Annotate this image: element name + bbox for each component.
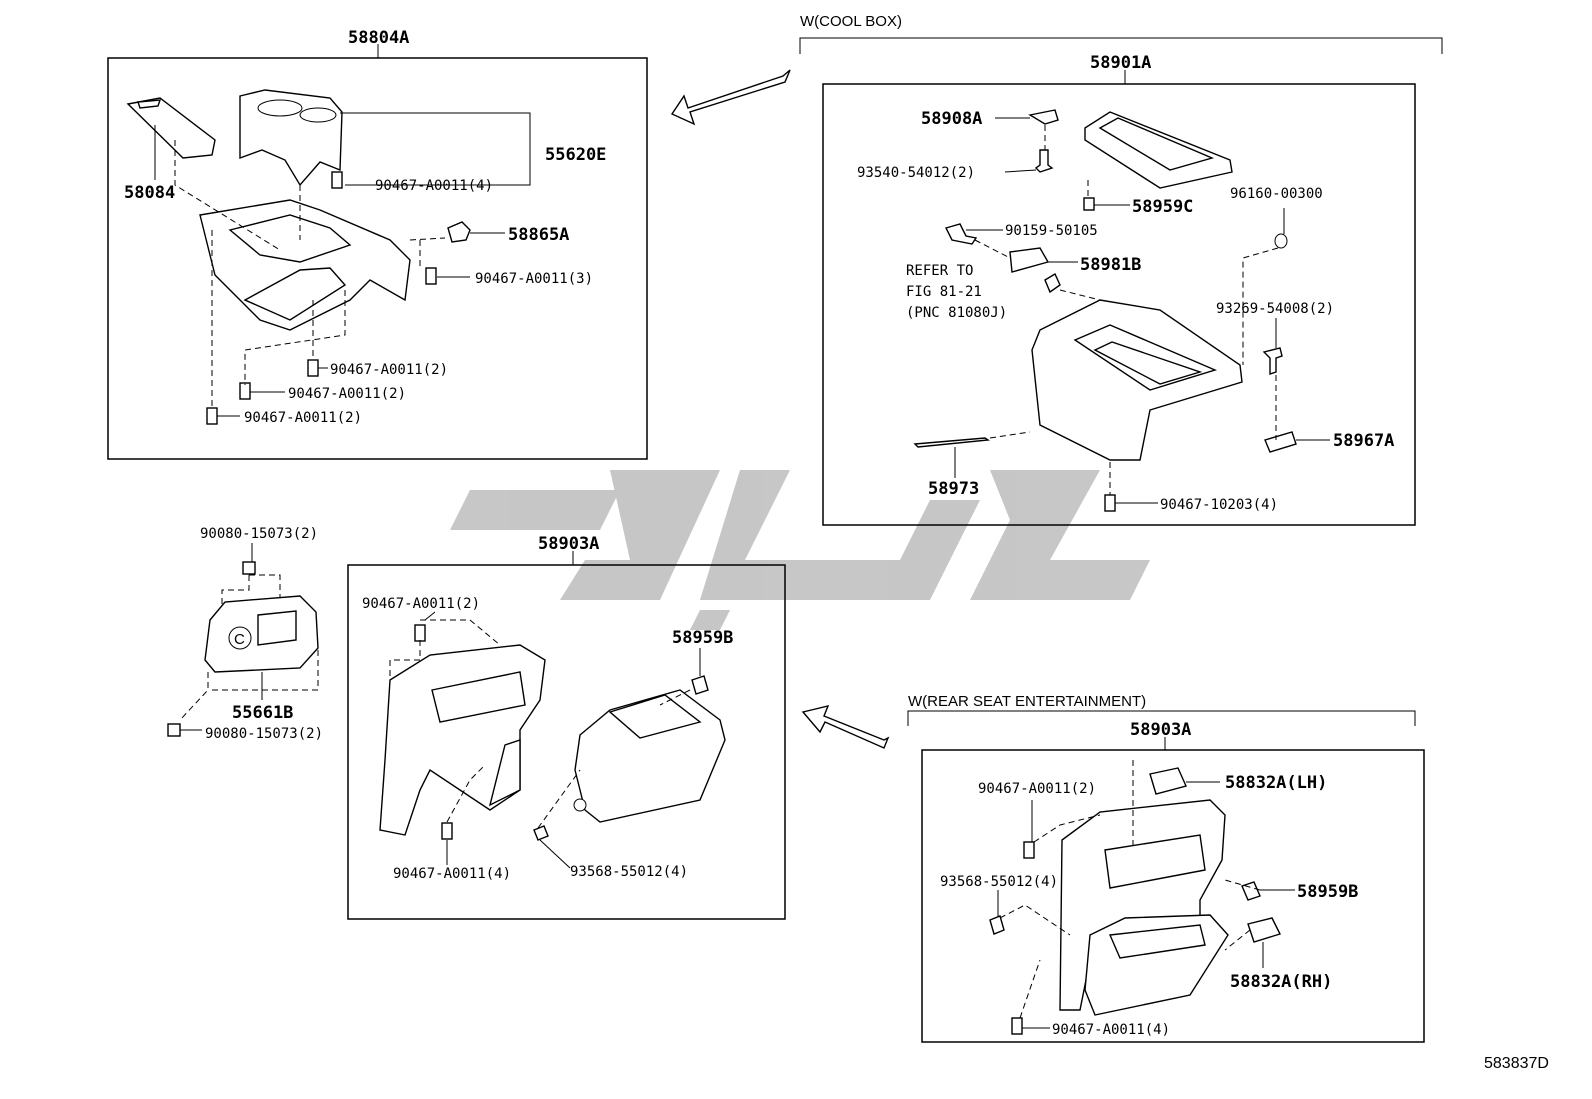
label-58981B: 58981B <box>1080 255 1141 275</box>
label-58967A: 58967A <box>1333 431 1394 451</box>
armrest-pad-part <box>126 97 216 159</box>
label-90159-50105: 90159-50105 <box>1005 223 1098 239</box>
group-header-58804A: 58804A <box>348 28 409 48</box>
label-93540-54012: 93540-54012(2) <box>857 165 975 181</box>
group-58903A-mid: 58903A 90467-A0011(2) 58959B 90467-A0011… <box>347 534 786 920</box>
label-90467-a0011-3: 90467-A0011(3) <box>475 271 593 287</box>
bracket-label-cool-box: W(COOL BOX) <box>800 13 902 30</box>
clip-icon <box>239 382 251 400</box>
clip-icon <box>307 359 319 377</box>
label-58865A: 58865A <box>508 225 569 245</box>
label-93568-55012-rs: 93568-55012(4) <box>940 874 1058 890</box>
label-90467-a0011-mid-top: 90467-A0011(2) <box>362 596 480 612</box>
group-header-58901A: 58901A <box>1090 53 1151 73</box>
clip-icon <box>331 171 343 189</box>
refer-to-line-1: REFER TO <box>906 263 973 279</box>
part-58832A-LH <box>1149 767 1187 795</box>
label-90467-a0011-rs-bottom: 90467-A0011(4) <box>1052 1022 1170 1038</box>
label-93269-54008: 93269-54008(2) <box>1216 301 1334 317</box>
refer-to-line-2: FIG 81-21 <box>906 284 982 300</box>
label-58832A-RH: 58832A(RH) <box>1230 972 1332 992</box>
label-58959C: 58959C <box>1132 197 1193 217</box>
label-96160-00300: 96160-00300 <box>1230 186 1323 202</box>
label-90080-15073-bottom: 90080-15073(2) <box>205 726 323 742</box>
part-58832A-RH <box>1247 917 1281 943</box>
label-90467-a0011-mid-bottom: 90467-A0011(4) <box>393 866 511 882</box>
group-header-58903A-mid: 58903A <box>538 534 599 554</box>
label-90467-10203: 90467-10203(4) <box>1160 497 1278 513</box>
label-90467-a0011-rs-top: 90467-A0011(2) <box>978 781 1096 797</box>
label-58084: 58084 <box>124 183 175 203</box>
label-90467-a0011-2b: 90467-A0011(2) <box>288 386 406 402</box>
clip-icon <box>206 407 218 425</box>
group-55661B: C 90080-15073(2) 55661B 90080-15073(2) <box>167 526 323 742</box>
watermark-logo <box>450 470 1150 630</box>
group-header-58903A-rear-seat: 58903A <box>1130 720 1191 740</box>
label-90467-a0011-4: 90467-A0011(4) <box>375 178 493 194</box>
group-58804A: 58804A 58084 <box>107 28 648 460</box>
switch-c-mark: C <box>234 631 245 648</box>
refer-to-line-3: (PNC 81080J) <box>906 305 1007 321</box>
label-55620E: 55620E <box>545 145 606 165</box>
bracket-58865A <box>447 221 471 243</box>
arrow-to-58903A <box>801 705 890 749</box>
label-58832A-LH: 58832A(LH) <box>1225 773 1327 793</box>
label-55661B: 55661B <box>232 703 293 723</box>
arrow-to-58804A <box>670 69 791 126</box>
figure-code: 583837D <box>1484 1055 1549 1072</box>
label-90467-a0011-2a: 90467-A0011(2) <box>330 362 448 378</box>
clip-icon <box>425 267 437 285</box>
label-93568-55012-mid: 93568-55012(4) <box>570 864 688 880</box>
group-58903A-rear-seat: W(REAR SEAT ENTERTAINMENT) 58903A <box>907 693 1425 1043</box>
group-58901A: W(COOL BOX) 58901A <box>799 13 1443 526</box>
label-90080-15073-top: 90080-15073(2) <box>200 526 318 542</box>
label-90467-a0011-2c: 90467-A0011(2) <box>244 410 362 426</box>
label-58959B-mid: 58959B <box>672 628 733 648</box>
label-58908A: 58908A <box>921 109 982 129</box>
label-58959B-rs: 58959B <box>1297 882 1358 902</box>
label-58973: 58973 <box>928 479 979 499</box>
bracket-label-rear-seat: W(REAR SEAT ENTERTAINMENT) <box>908 693 1146 710</box>
